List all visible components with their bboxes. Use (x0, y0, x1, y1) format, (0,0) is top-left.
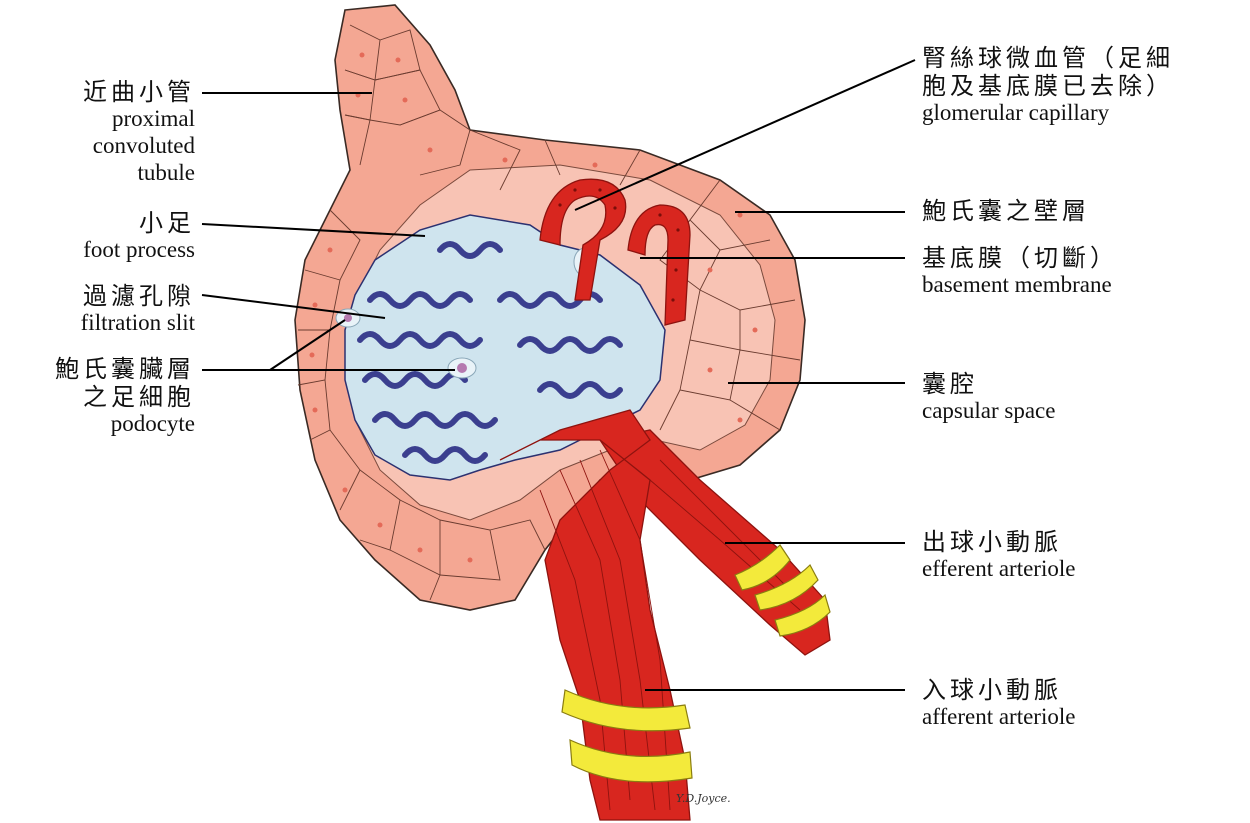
label-glomerular-capillary: 腎絲球微血管（足細 胞及基底膜已去除） glomerular capillary (922, 44, 1174, 127)
label-foot-process-zh: 小足 (83, 209, 195, 237)
label-glomerular-capillary-zh: 腎絲球微血管（足細 胞及基底膜已去除） (922, 44, 1174, 100)
label-efferent-arteriole-en: efferent arteriole (922, 556, 1075, 583)
label-podocyte-zh: 鮑氏囊臟層 之足細胞 (55, 355, 195, 411)
label-filtration-slit-en: filtration slit (81, 310, 195, 337)
label-filtration-slit: 過濾孔隙 filtration slit (81, 282, 195, 337)
label-proximal-tubule: 近曲小管 proximal convoluted tubule (83, 78, 195, 187)
label-capsular-space-en: capsular space (922, 398, 1055, 425)
label-capsule-wall-zh: 鮑氏囊之壁層 (922, 197, 1090, 225)
label-basement-membrane-zh: 基底膜（切斷） (922, 244, 1118, 272)
label-basement-membrane: 基底膜（切斷） basement membrane (922, 244, 1118, 299)
label-capsular-space-zh: 囊腔 (922, 370, 1055, 398)
label-foot-process: 小足 foot process (83, 209, 195, 264)
artist-signature: Y.D.Joyce. (676, 792, 731, 805)
label-filtration-slit-zh: 過濾孔隙 (81, 282, 195, 310)
label-capsule-wall: 鮑氏囊之壁層 (922, 197, 1090, 225)
label-capsular-space: 囊腔 capsular space (922, 370, 1055, 425)
label-podocyte: 鮑氏囊臟層 之足細胞 podocyte (55, 355, 195, 438)
label-proximal-tubule-zh: 近曲小管 (83, 78, 195, 106)
label-afferent-arteriole-zh: 入球小動脈 (922, 676, 1075, 704)
label-efferent-arteriole: 出球小動脈 efferent arteriole (922, 528, 1075, 583)
label-afferent-arteriole-en: afferent arteriole (922, 704, 1075, 731)
label-proximal-tubule-en: proximal convoluted tubule (83, 106, 195, 187)
leader-cap (575, 60, 915, 210)
label-foot-process-en: foot process (83, 237, 195, 264)
label-afferent-arteriole: 入球小動脈 afferent arteriole (922, 676, 1075, 731)
label-basement-membrane-en: basement membrane (922, 272, 1118, 299)
label-podocyte-en: podocyte (55, 411, 195, 438)
label-efferent-arteriole-zh: 出球小動脈 (922, 528, 1075, 556)
label-glomerular-capillary-en: glomerular capillary (922, 100, 1174, 127)
